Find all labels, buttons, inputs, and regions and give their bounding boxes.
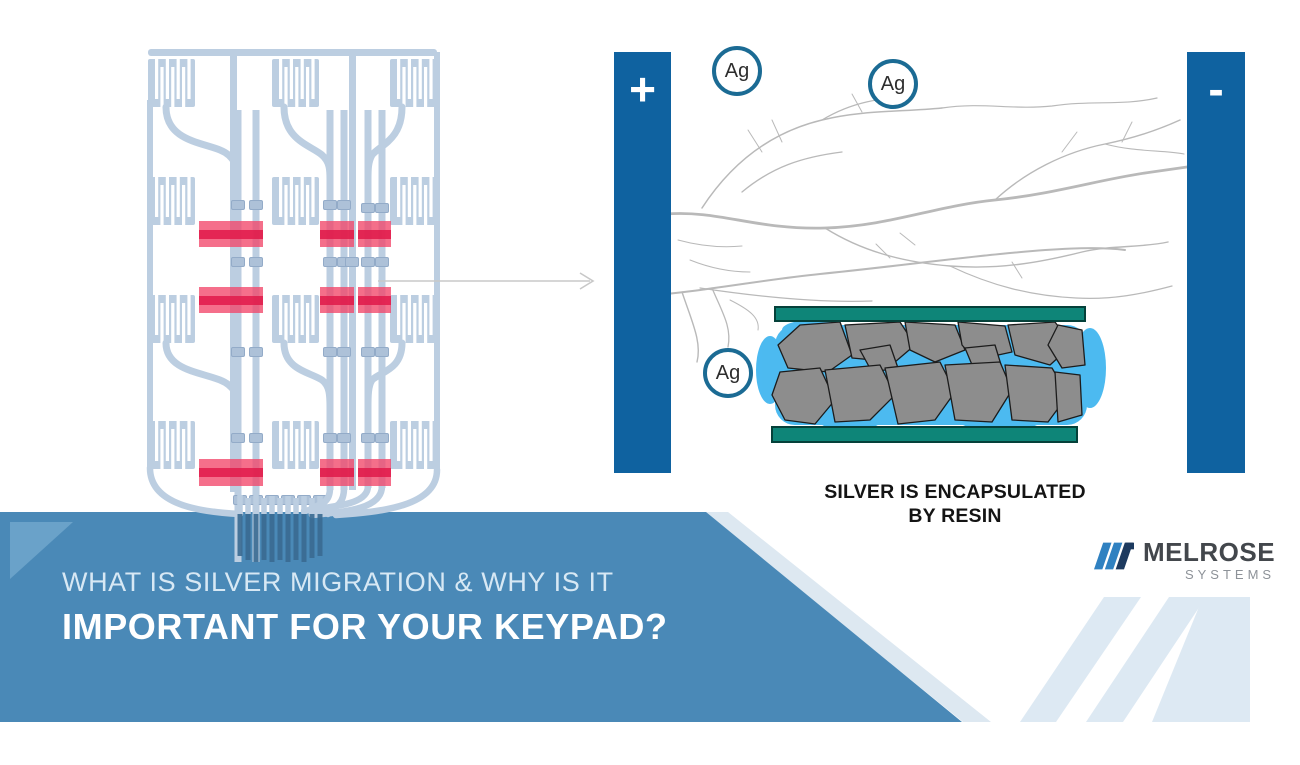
silver-ion-label: Ag — [880, 72, 906, 95]
logo-sub-text: SYSTEMS — [1184, 567, 1276, 582]
logo-brand-text: MELROSE — [1143, 537, 1276, 567]
positive-electrode: + — [614, 52, 671, 473]
silver-ion-badge: Ag — [712, 46, 762, 96]
resin-caption: SILVER IS ENCAPSULATED BY RESIN — [780, 480, 1130, 528]
banner-edge-band — [703, 512, 991, 722]
headline-line2: IMPORTANT FOR YOUR KEYPAD? — [62, 606, 668, 647]
migration-highlight-bands — [199, 221, 391, 486]
ribbon-into-banner — [237, 514, 323, 562]
silver-ion-label: Ag — [715, 361, 741, 384]
headline-line1: WHAT IS SILVER MIGRATION & WHY IS IT — [62, 567, 614, 597]
top-plate — [774, 306, 1086, 322]
slide-headline: WHAT IS SILVER MIGRATION & WHY IS IT IMP… — [62, 566, 668, 649]
trace-pads — [231, 200, 389, 505]
negative-electrode: - — [1187, 52, 1245, 473]
dendrite-illustration — [643, 93, 1189, 473]
watermark-logo-slashes — [1020, 597, 1250, 722]
silver-ion-badge: Ag — [868, 59, 918, 109]
arrow-icon — [378, 272, 595, 290]
resin-caption-line1: SILVER IS ENCAPSULATED — [824, 481, 1086, 503]
plus-icon: + — [629, 63, 656, 115]
silver-ion-label: Ag — [724, 59, 750, 82]
resin-caption-line2: BY RESIN — [908, 505, 1002, 527]
keypad-circuit-illustration — [146, 49, 441, 562]
melrose-logo-mark-icon — [1094, 542, 1134, 570]
minus-icon: - — [1208, 63, 1224, 115]
brand-logo: MELROSE SYSTEMS — [1094, 538, 1275, 582]
resin-encapsulation-illustration — [756, 306, 1106, 443]
bottom-plate — [771, 426, 1078, 443]
silver-ion-badge: Ag — [703, 348, 753, 398]
